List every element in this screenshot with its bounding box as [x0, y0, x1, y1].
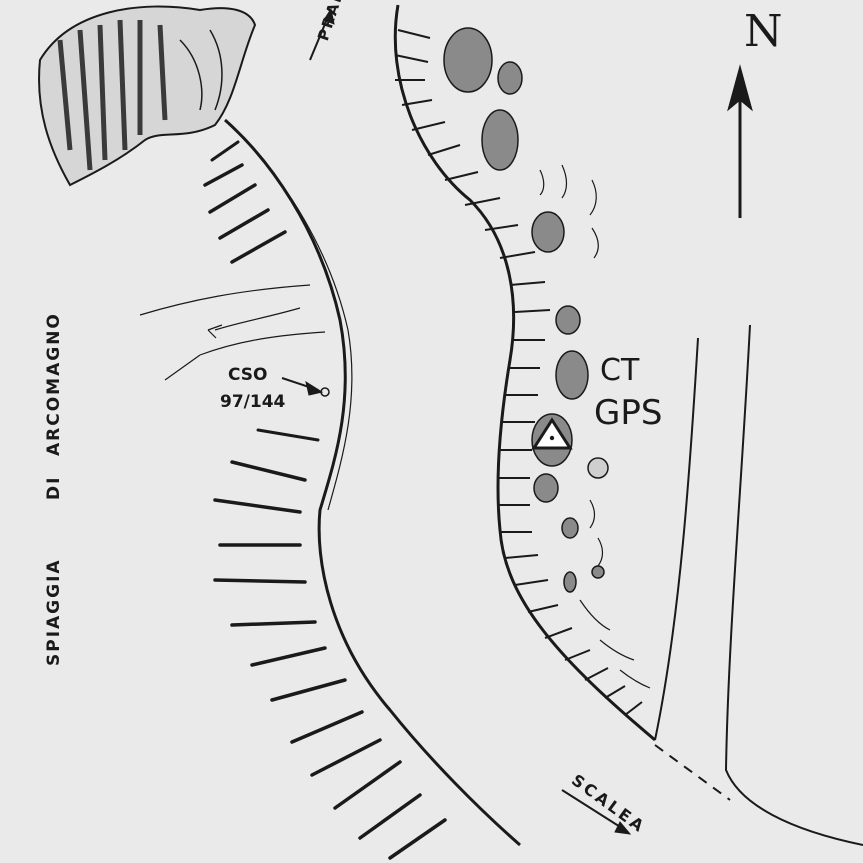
praia-direction-arrow [309, 7, 335, 61]
headland-cliff [38, 5, 257, 187]
cso-benchmark-point [320, 387, 330, 397]
north-arrow-icon [727, 64, 753, 218]
wave-marks [539, 164, 651, 689]
western-shoreline [224, 118, 521, 847]
spiaggia-label: SPIAGGIA [44, 558, 64, 666]
western-shoreline-inner [239, 134, 353, 511]
road-lines [654, 324, 863, 846]
coastal-rocks [443, 27, 609, 593]
arcomagno-label: ARCOMAGNO [44, 312, 64, 456]
current-lines [139, 284, 326, 381]
cso-pointer-arrow [281, 377, 324, 396]
cso-label: CSO [228, 365, 268, 385]
eastern-shoreline [393, 4, 656, 742]
gps-label: GPS [594, 393, 663, 433]
di-label: DI [44, 475, 64, 500]
cso-number-label: 97/144 [220, 392, 286, 412]
scalea-direction-arrow [561, 789, 632, 835]
triangle-with-dot-icon [531, 413, 573, 467]
eastern-shore-hachures [394, 29, 643, 716]
north-label: N [744, 6, 783, 57]
western-beach-hachures [203, 140, 447, 860]
ct-label: CT [600, 353, 640, 388]
